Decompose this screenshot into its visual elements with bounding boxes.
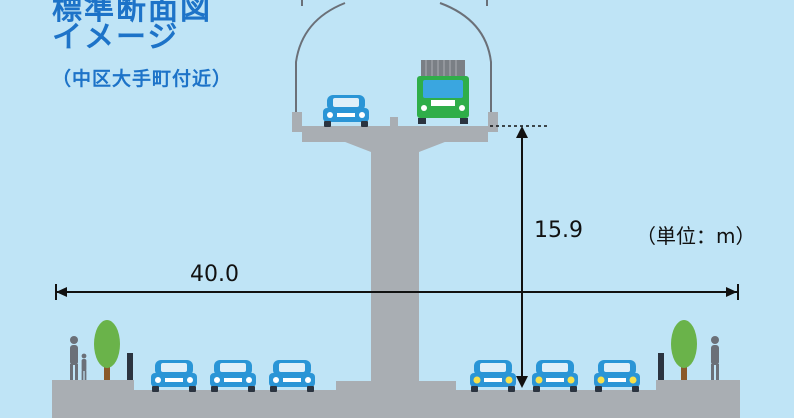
truck-on-viaduct <box>417 60 469 124</box>
height-dimension-line <box>490 125 548 388</box>
width-dimension-line <box>55 284 739 300</box>
bollard-right <box>658 353 664 380</box>
diagram-title: 標準断面図 <box>52 0 212 27</box>
width-value-label: 40.0 <box>190 262 239 287</box>
bollard-left <box>127 353 133 380</box>
car-left-lane-3 <box>269 360 315 392</box>
height-value-label: 15.9 <box>534 218 583 243</box>
car-right-lane-3 <box>594 360 640 392</box>
car-left-lane-2 <box>210 360 256 392</box>
car-right-lane-1 <box>470 360 516 392</box>
street-tree-right <box>671 320 697 380</box>
ground-cross-section <box>52 380 740 418</box>
sound-barrier <box>295 0 492 112</box>
pedestrian-right <box>711 336 719 380</box>
car-right-lane-2 <box>532 360 578 392</box>
car-left-lane-1 <box>151 360 197 392</box>
diagram-title-line2: イメージ <box>52 20 180 55</box>
unit-note: （単位：m） <box>636 224 756 248</box>
location-subtitle: （中区大手町付近） <box>52 68 233 90</box>
pedestrian-left <box>70 336 78 380</box>
elevated-viaduct <box>292 112 498 382</box>
child-pedestrian-left <box>81 353 87 380</box>
car-on-viaduct <box>323 95 369 127</box>
street-tree-left <box>94 320 120 380</box>
